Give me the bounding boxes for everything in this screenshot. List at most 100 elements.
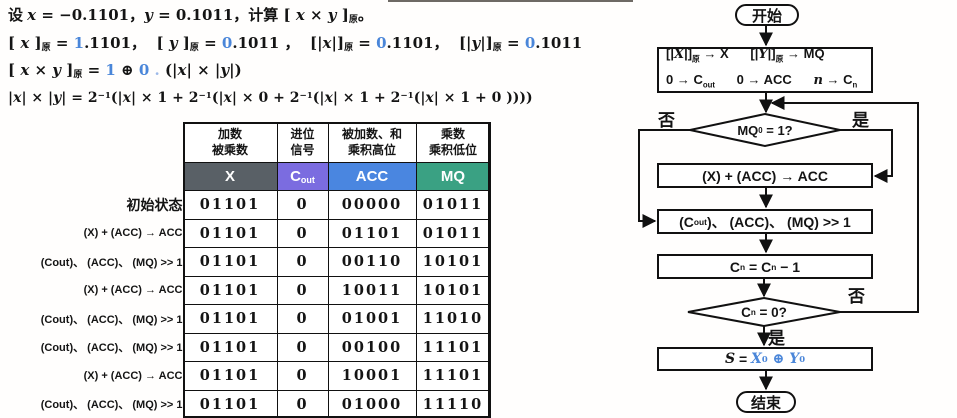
start-node: 开始 — [735, 4, 799, 26]
cell-cout: 0 — [276, 389, 329, 418]
formula-line-3: [ x × y ]原 = 1 ⊕ 0 . (|x| × |y|) — [8, 61, 242, 80]
text-segment: . — [149, 61, 165, 79]
text-segment: ACC — [355, 168, 389, 185]
text-segment: )、 (ACC)、 (MQ) >> 1 — [706, 213, 851, 230]
text-segment: S — [724, 351, 736, 367]
cell-acc: 10011 — [327, 275, 417, 305]
cell-mq: 11110 — [415, 389, 491, 418]
label-no-mq0: 否 — [658, 111, 675, 130]
end-node: 结束 — [736, 391, 796, 413]
cell-x: 01101 — [182, 190, 278, 220]
text-segment: y — [327, 6, 337, 24]
cell-acc: 00110 — [327, 247, 417, 277]
cell-cout: 0 — [276, 332, 329, 362]
text-segment: | × 1 + 2 — [130, 90, 199, 106]
text-segment: 。 — [357, 7, 373, 24]
column-header-mq: 乘数 乘积低位 — [415, 122, 491, 163]
row-label: (Cout)、 (ACC)、 (MQ) >> 1 — [40, 256, 183, 269]
text-segment: |] — [331, 34, 345, 52]
cell-acc: 01001 — [327, 304, 417, 334]
row-label: (X) + (ACC) → ACC — [83, 227, 183, 240]
text-segment: 0 — [761, 354, 768, 364]
loop-no-branch-cn — [770, 96, 919, 313]
text-segment: Y — [758, 47, 768, 63]
text-segment: 设 — [8, 7, 28, 24]
text-segment: y — [144, 6, 153, 24]
text-segment: y — [471, 34, 481, 52]
text-segment: X — [224, 168, 235, 185]
column-header-acc: 被加数、和 乘积高位 — [327, 122, 417, 163]
column-key-acc: ACC — [327, 162, 417, 191]
text-segment: 0 → C — [666, 72, 703, 87]
text-segment: (| — [312, 90, 325, 106]
text-segment: 原 — [692, 55, 700, 64]
text-segment: → MQ — [783, 46, 825, 62]
cell-x: 01101 — [182, 275, 278, 305]
text-segment: out — [300, 174, 315, 185]
text-segment: [ — [156, 34, 169, 52]
text-segment: | × 1 + 2 — [332, 90, 401, 106]
text-segment — [729, 46, 751, 61]
text-segment: x — [20, 34, 30, 52]
formula-line-1: 设 x = −0.1101，y = 0.1011，计算 [ x × y ]原。 — [8, 4, 373, 25]
text-segment: 1 — [73, 34, 85, 52]
text-segment: C — [741, 304, 751, 320]
init-line-2: 0 → Cout 0 → ACC n → Cn — [666, 70, 857, 96]
column-header-cout: 进位 信号 — [276, 122, 329, 163]
table-corner-spacer — [0, 123, 183, 191]
text-segment: 计算 — [248, 7, 279, 24]
text-segment: [ — [8, 61, 21, 79]
text-segment: |) — [229, 61, 242, 79]
text-segment: 原 — [348, 13, 358, 24]
text-segment: 原 — [344, 41, 354, 52]
text-segment: Y — [789, 351, 800, 367]
text-segment: y — [168, 34, 178, 52]
column-key-x: X — [182, 162, 278, 191]
cell-cout: 0 — [276, 304, 329, 334]
label-yes-cn: 是 — [768, 329, 785, 348]
text-segment: MQ — [737, 122, 759, 138]
text-segment: .1101， — [386, 34, 459, 52]
text-segment: ⊕ — [767, 351, 790, 367]
text-segment: ] — [336, 6, 349, 24]
cell-cout: 0 — [276, 190, 329, 220]
text-segment: 原 — [775, 55, 784, 64]
text-segment: n — [813, 73, 823, 88]
text-segment: .1101， — [84, 34, 157, 52]
text-segment: = — [198, 34, 222, 52]
text-segment: X — [673, 47, 685, 63]
text-segment: x — [177, 61, 187, 79]
cell-cout: 0 — [276, 218, 329, 248]
text-segment: −1 — [299, 90, 313, 101]
cell-x: 01101 — [182, 389, 278, 418]
text-segment: | × 0 + 2 — [231, 90, 300, 106]
branch-no-mq0 — [638, 129, 690, 228]
cell-x: 01101 — [182, 332, 278, 362]
cell-acc: 01000 — [327, 389, 417, 418]
text-segment: = 0.1011， — [152, 6, 249, 24]
text-segment: = C — [745, 258, 772, 275]
column-key-cout: Cout — [276, 162, 329, 191]
text-segment: = −0.1101， — [36, 6, 145, 24]
text-segment: n — [750, 307, 756, 317]
row-label: (Cout)、 (ACC)、 (MQ) >> 1 — [40, 342, 183, 355]
text-segment: 原 — [492, 41, 502, 52]
text-segment: x — [324, 90, 333, 106]
cell-x: 01101 — [182, 218, 278, 248]
formula-line-4: |x| × |y| = 2−1(|x| × 1 + 2−1(|x| × 0 + … — [8, 89, 533, 106]
algorithm-flowchart: 开始 [|X|]原 → X [|Y|]原 → MQ 0 → Cout 0 → A… — [600, 0, 957, 418]
cell-cout: 0 — [276, 275, 329, 305]
init-node: [|X|]原 → X [|Y|]原 → MQ 0 → Cout 0 → ACC … — [657, 46, 873, 96]
text-segment: x — [425, 90, 434, 106]
text-segment: 0 → ACC — [714, 72, 814, 87]
column-key-mq: MQ — [415, 162, 491, 191]
text-segment: X — [751, 351, 762, 367]
flowchart-connector-layer — [638, 26, 919, 391]
decision-diamond-mq0 — [689, 112, 841, 148]
text-segment: x — [223, 90, 232, 106]
text-segment: x — [295, 6, 305, 24]
branch-yes-mq0 — [840, 129, 893, 183]
